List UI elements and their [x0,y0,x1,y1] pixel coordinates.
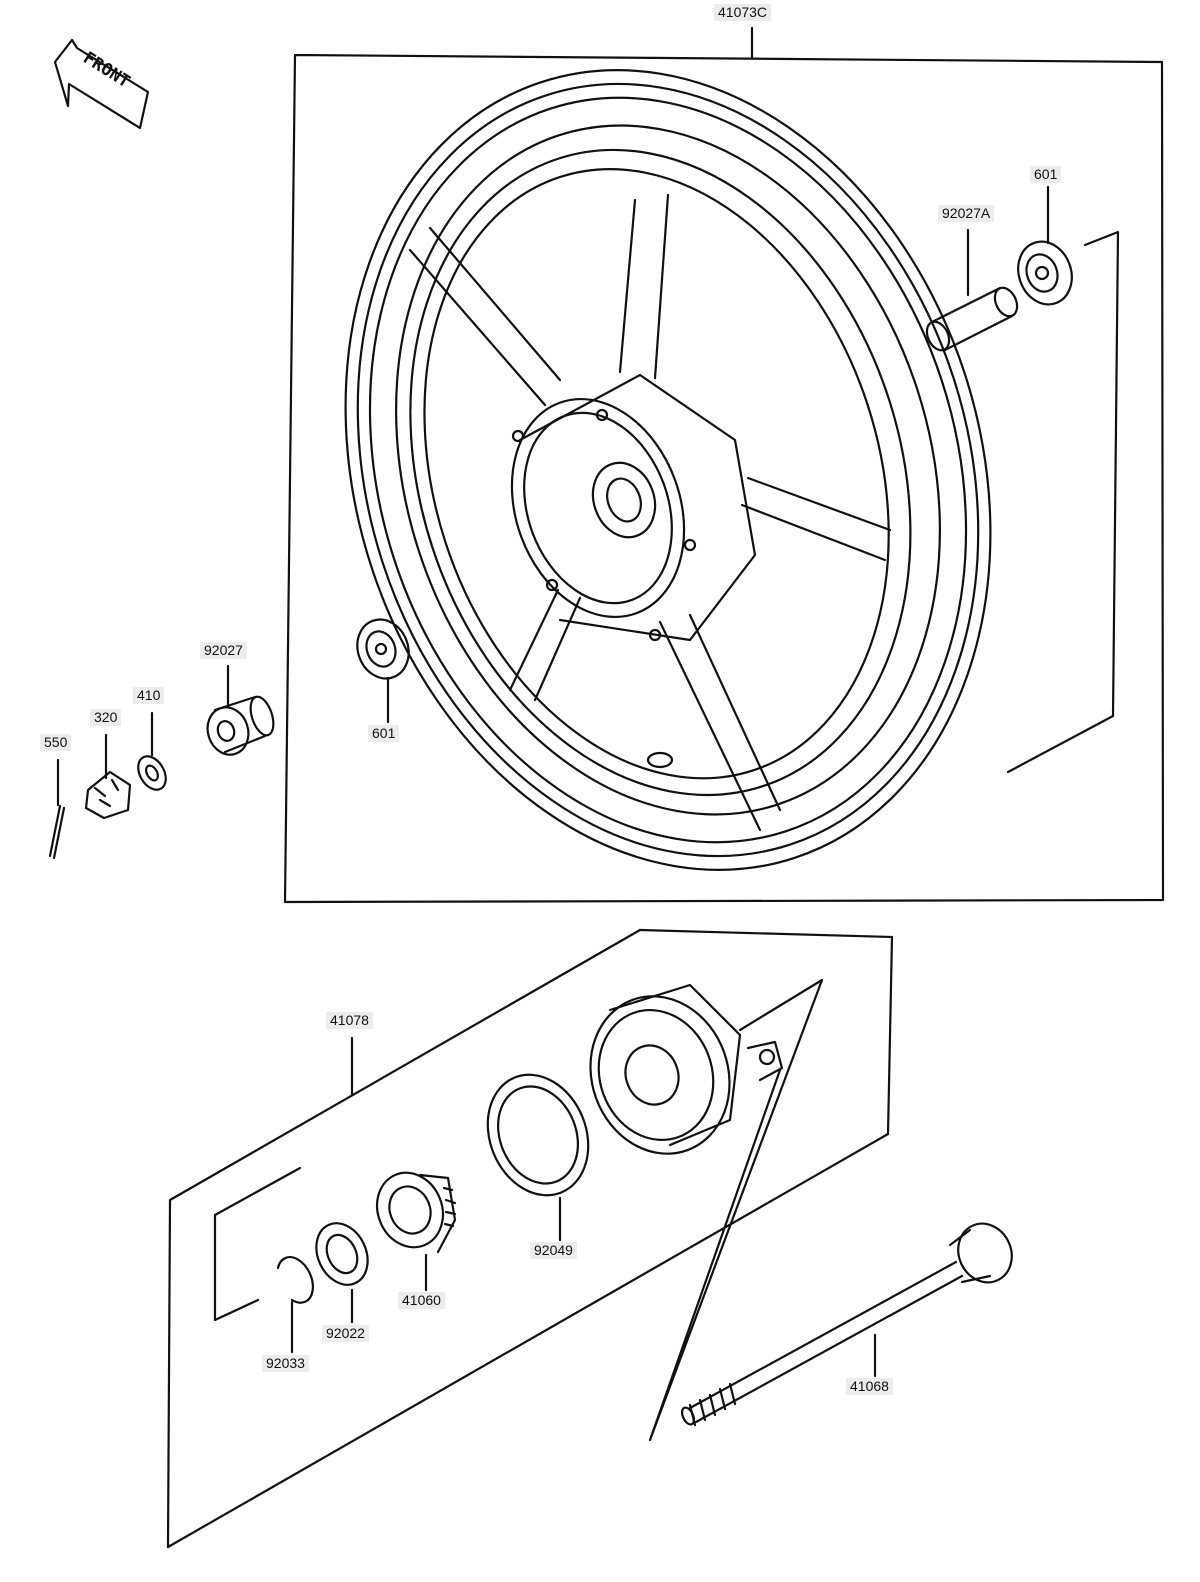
callout-550: 550 [40,734,72,751]
callout-41078: 41078 [326,1012,373,1029]
hub-group-outline [166,928,894,1549]
brake-drum-icon [589,978,824,1442]
callout-92027: 92027 [200,642,247,659]
right-bracket [1006,230,1120,774]
rim-assembly-outline [283,53,1165,904]
callout-92027A: 92027A [938,205,995,222]
wheel-spokes [408,193,892,832]
speedometer-gear-icon [375,1171,457,1292]
callout-92049: 92049 [530,1242,577,1259]
spacer-long-icon [925,228,1019,352]
collar-icon [206,664,275,756]
callout-601-upper: 601 [1030,166,1062,183]
callout-41073C: 41073C [714,4,772,21]
callout-92022: 92022 [322,1325,369,1342]
callout-41068: 41068 [846,1378,893,1395]
callout-410: 410 [133,687,165,704]
wheel-rim [344,69,992,871]
wheel-hub [510,373,757,769]
washer-icon [137,711,167,791]
seal-icon [486,1073,590,1242]
callout-320: 320 [90,709,122,726]
bearing-lower-icon [356,618,410,724]
castle-nut-icon [84,733,132,820]
callout-601-lower: 601 [368,725,400,742]
retainer-washer-icon [315,1222,369,1324]
axle-icon [680,1222,1013,1427]
circlip-icon [276,1256,314,1354]
front-arrow-icon: FRONT [53,38,150,130]
cotter-pin-icon [48,758,66,860]
callout-92033: 92033 [262,1355,309,1372]
callout-41060: 41060 [398,1292,445,1309]
bearing-upper-icon [1017,185,1073,306]
